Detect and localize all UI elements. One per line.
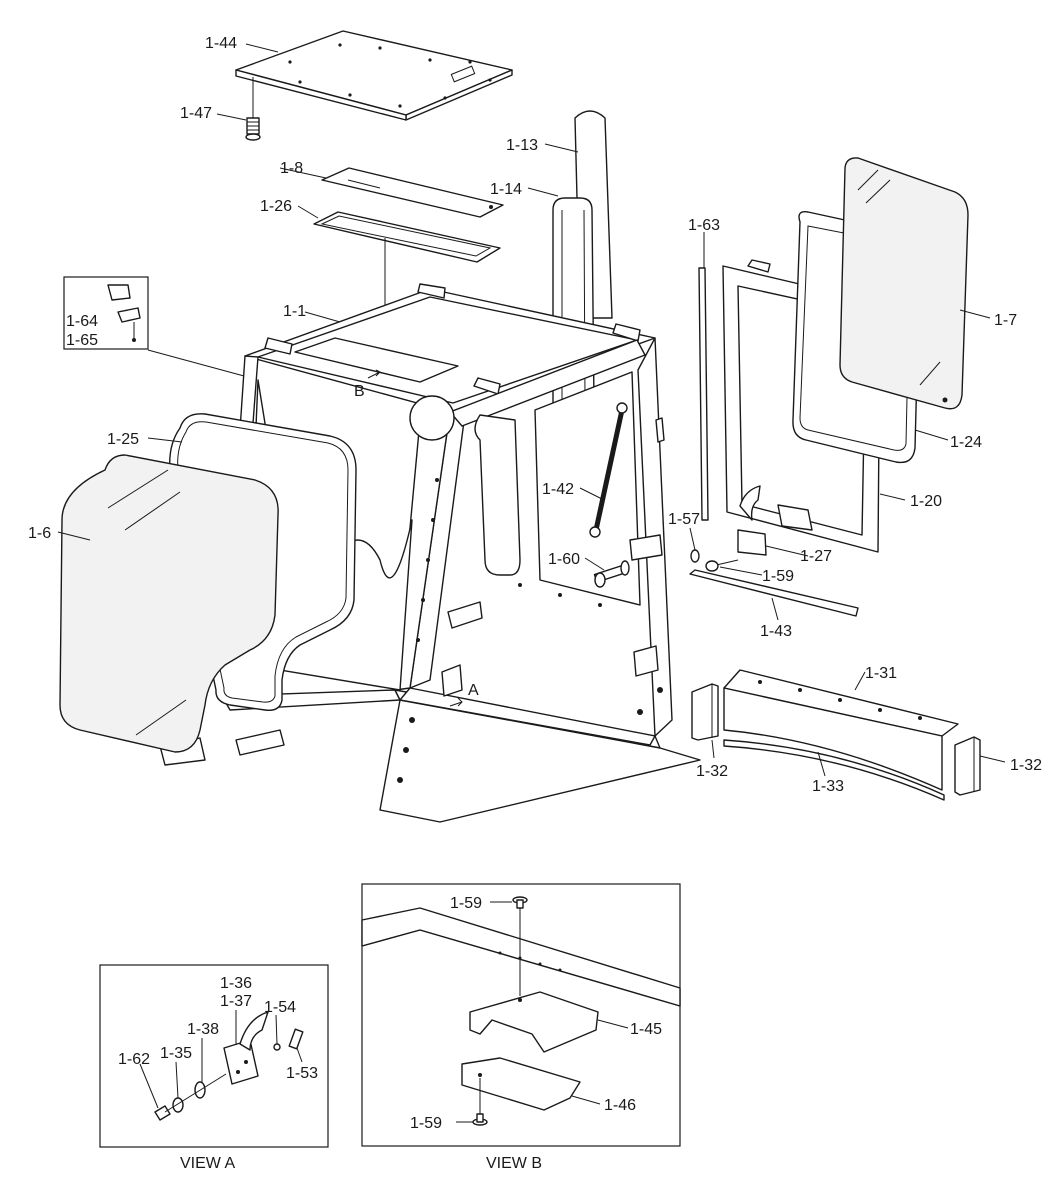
label-1-27: 1-27 (800, 548, 832, 565)
label-1-64: 1-64 (66, 313, 98, 330)
label-1-33: 1-33 (812, 778, 844, 795)
label-1-65: 1-65 (66, 332, 98, 349)
label-1-62: 1-62 (118, 1051, 150, 1068)
label-1-54: 1-54 (264, 999, 296, 1016)
end-cap-left (691, 683, 719, 741)
label-1-26: 1-26 (260, 198, 292, 215)
rubber-strip (689, 569, 859, 617)
roof-bolt (245, 77, 261, 141)
window-seal-strip (698, 267, 709, 521)
label-1-32-left: 1-32 (696, 763, 728, 780)
label-1-36: 1-36 (220, 975, 252, 992)
label-1-42: 1-42 (542, 481, 574, 498)
label-1-8: 1-8 (280, 160, 303, 177)
strut-bolt (593, 560, 630, 588)
label-1-38: 1-38 (187, 1021, 219, 1038)
callout-labels: 1-44 1-47 1-13 1-8 1-14 1-26 1-63 1-7 1-… (28, 35, 1042, 1172)
label-1-46: 1-46 (604, 1097, 636, 1114)
label-1-53: 1-53 (286, 1065, 318, 1082)
label-1-43: 1-43 (760, 623, 792, 640)
label-1-7: 1-7 (994, 312, 1017, 329)
view-a-box (99, 964, 329, 1148)
roof-plate (235, 30, 513, 121)
label-1-59-main: 1-59 (762, 568, 794, 585)
label-1-25: 1-25 (107, 431, 139, 448)
view-a-caption: VIEW A (180, 1155, 235, 1172)
label-1-1: 1-1 (283, 303, 306, 320)
view-a-marker: A (468, 682, 479, 699)
leader-lines (57, 43, 1006, 777)
end-cap-right (954, 736, 981, 796)
gas-strut (589, 402, 628, 538)
label-1-35: 1-35 (160, 1045, 192, 1062)
label-1-31: 1-31 (865, 665, 897, 682)
door-glass (59, 454, 279, 753)
strut-washer (690, 549, 700, 563)
label-1-37: 1-37 (220, 993, 252, 1010)
inset-detail-box (63, 276, 149, 350)
label-1-13: 1-13 (506, 137, 538, 154)
label-1-63: 1-63 (688, 217, 720, 234)
roof-hatch-cover (321, 167, 504, 218)
label-1-20: 1-20 (910, 493, 942, 510)
window-glass (839, 157, 969, 410)
label-1-45: 1-45 (630, 1021, 662, 1038)
window-latch (737, 485, 767, 556)
view-b-box (361, 883, 681, 1147)
view-arrows (367, 369, 463, 707)
label-1-6: 1-6 (28, 525, 51, 542)
label-1-47: 1-47 (180, 105, 212, 122)
view-b-marker: B (354, 383, 365, 400)
lower-trim-panel (723, 669, 959, 791)
label-1-44: 1-44 (205, 35, 237, 52)
label-1-24: 1-24 (950, 434, 982, 451)
label-1-60: 1-60 (548, 551, 580, 568)
label-1-59-view-b-top: 1-59 (450, 895, 482, 912)
label-1-14: 1-14 (490, 181, 522, 198)
label-1-32-right: 1-32 (1010, 757, 1042, 774)
roof-hatch-seal (313, 211, 501, 370)
view-b-caption: VIEW B (486, 1155, 542, 1172)
lower-trim-seal (723, 739, 945, 801)
label-1-57: 1-57 (668, 511, 700, 528)
window-latch-screw (705, 559, 739, 572)
label-1-59-view-b-bottom: 1-59 (410, 1115, 442, 1132)
